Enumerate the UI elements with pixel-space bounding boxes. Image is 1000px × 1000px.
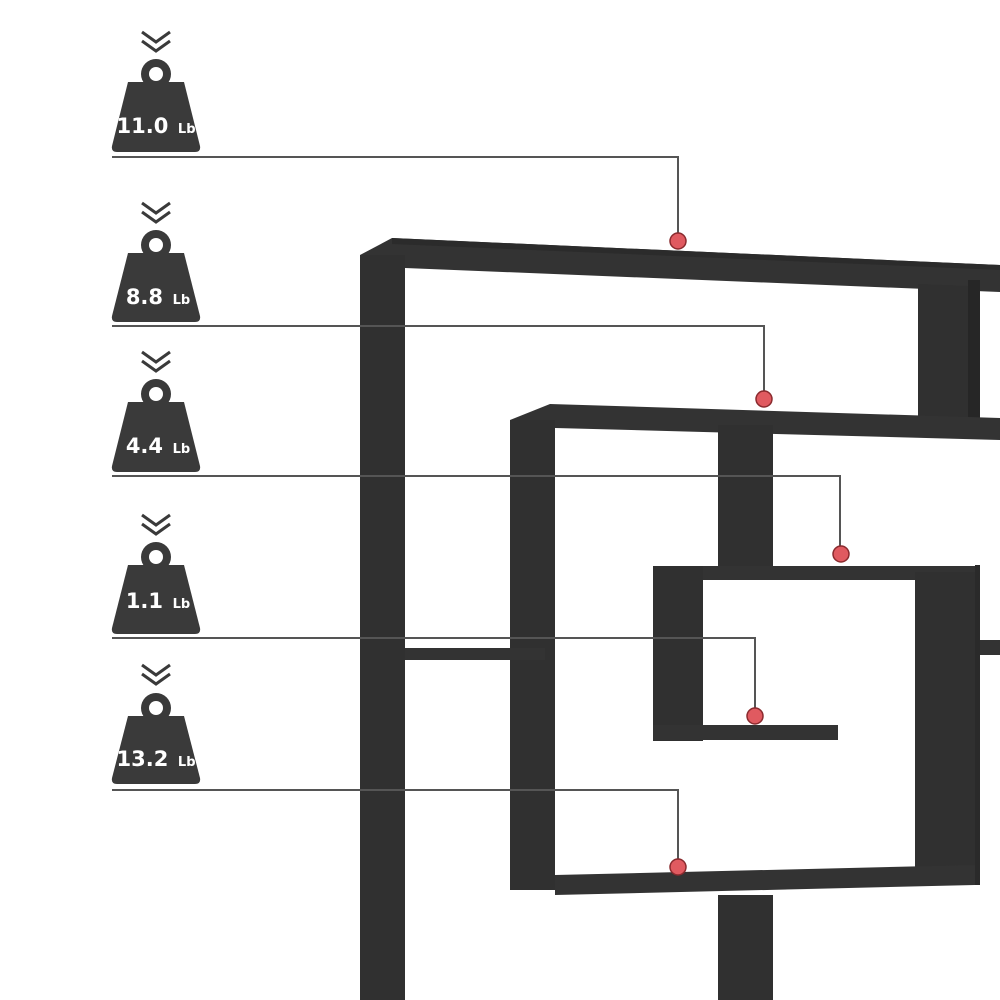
leader-line <box>112 637 756 715</box>
svg-text:13.2 Lb: 13.2 Lb <box>117 747 196 771</box>
double-chevron-down-icon <box>141 350 171 373</box>
svg-text:4.4 Lb: 4.4 Lb <box>126 434 190 458</box>
leader-lines <box>112 156 841 866</box>
weight-icon <box>111 59 201 152</box>
load-rating-3: 4.4 Lb <box>111 350 201 472</box>
double-chevron-down-icon <box>141 513 171 536</box>
load-ratings: 11.0 Lb 8.8 Lb <box>111 30 201 784</box>
shelf-bottom-leg <box>718 895 773 1000</box>
double-chevron-down-icon <box>141 201 171 224</box>
load-point-marker <box>832 545 850 563</box>
svg-text:11.0 Lb: 11.0 Lb <box>117 114 196 138</box>
weight-icon <box>111 542 201 634</box>
load-point-marker <box>755 390 773 408</box>
shelf-inner-right-post <box>915 572 975 872</box>
weight-value: 4.4 <box>126 434 163 458</box>
shelf-top-board <box>360 238 1000 292</box>
svg-text:8.8 Lb: 8.8 Lb <box>126 285 190 309</box>
shelf-inner-bottom-ledge <box>653 725 838 740</box>
load-rating-4: 1.1 Lb <box>111 513 201 634</box>
load-rating-1: 11.0 Lb <box>111 30 201 152</box>
load-markers <box>669 232 850 876</box>
leader-line <box>112 789 679 866</box>
shelf-bottom-board <box>555 865 975 895</box>
shelf-left-ledge <box>405 648 545 660</box>
weight-unit: Lb <box>173 293 191 308</box>
weight-icon <box>111 230 201 322</box>
weight-value: 13.2 <box>117 747 169 771</box>
weight-value: 1.1 <box>126 589 163 613</box>
load-point-marker <box>669 232 687 250</box>
svg-text:1.1 Lb: 1.1 Lb <box>126 589 190 613</box>
shelf-inner-top <box>653 566 975 580</box>
load-point-marker <box>746 707 764 725</box>
weight-unit: Lb <box>173 442 191 457</box>
double-chevron-down-icon <box>141 663 171 686</box>
weight-unit: Lb <box>178 122 196 137</box>
bookshelf <box>360 238 1000 1000</box>
shelf-left-post <box>360 255 405 1000</box>
shelf-right-ledge <box>975 640 1000 655</box>
weight-icon <box>111 379 201 472</box>
load-rating-2: 8.8 Lb <box>111 201 201 322</box>
load-rating-5: 13.2 Lb <box>111 663 201 784</box>
shelf-inner-left-post <box>653 566 703 741</box>
weight-value: 8.8 <box>126 285 163 309</box>
shelf-divider-post <box>718 425 773 570</box>
weight-unit: Lb <box>178 755 196 770</box>
weight-icon <box>111 693 201 784</box>
double-chevron-down-icon <box>141 30 171 53</box>
leader-line <box>112 475 841 553</box>
shelf-right-frame-post <box>975 565 980 885</box>
weight-unit: Lb <box>173 597 191 612</box>
weight-value: 11.0 <box>117 114 169 138</box>
shelf-upper-right-post <box>918 284 975 420</box>
shelf-upper-right-post-side <box>968 280 980 420</box>
leader-line <box>112 156 679 240</box>
load-point-marker <box>669 858 687 876</box>
leader-line <box>112 325 765 398</box>
shelf-top-board-front <box>392 238 1000 270</box>
